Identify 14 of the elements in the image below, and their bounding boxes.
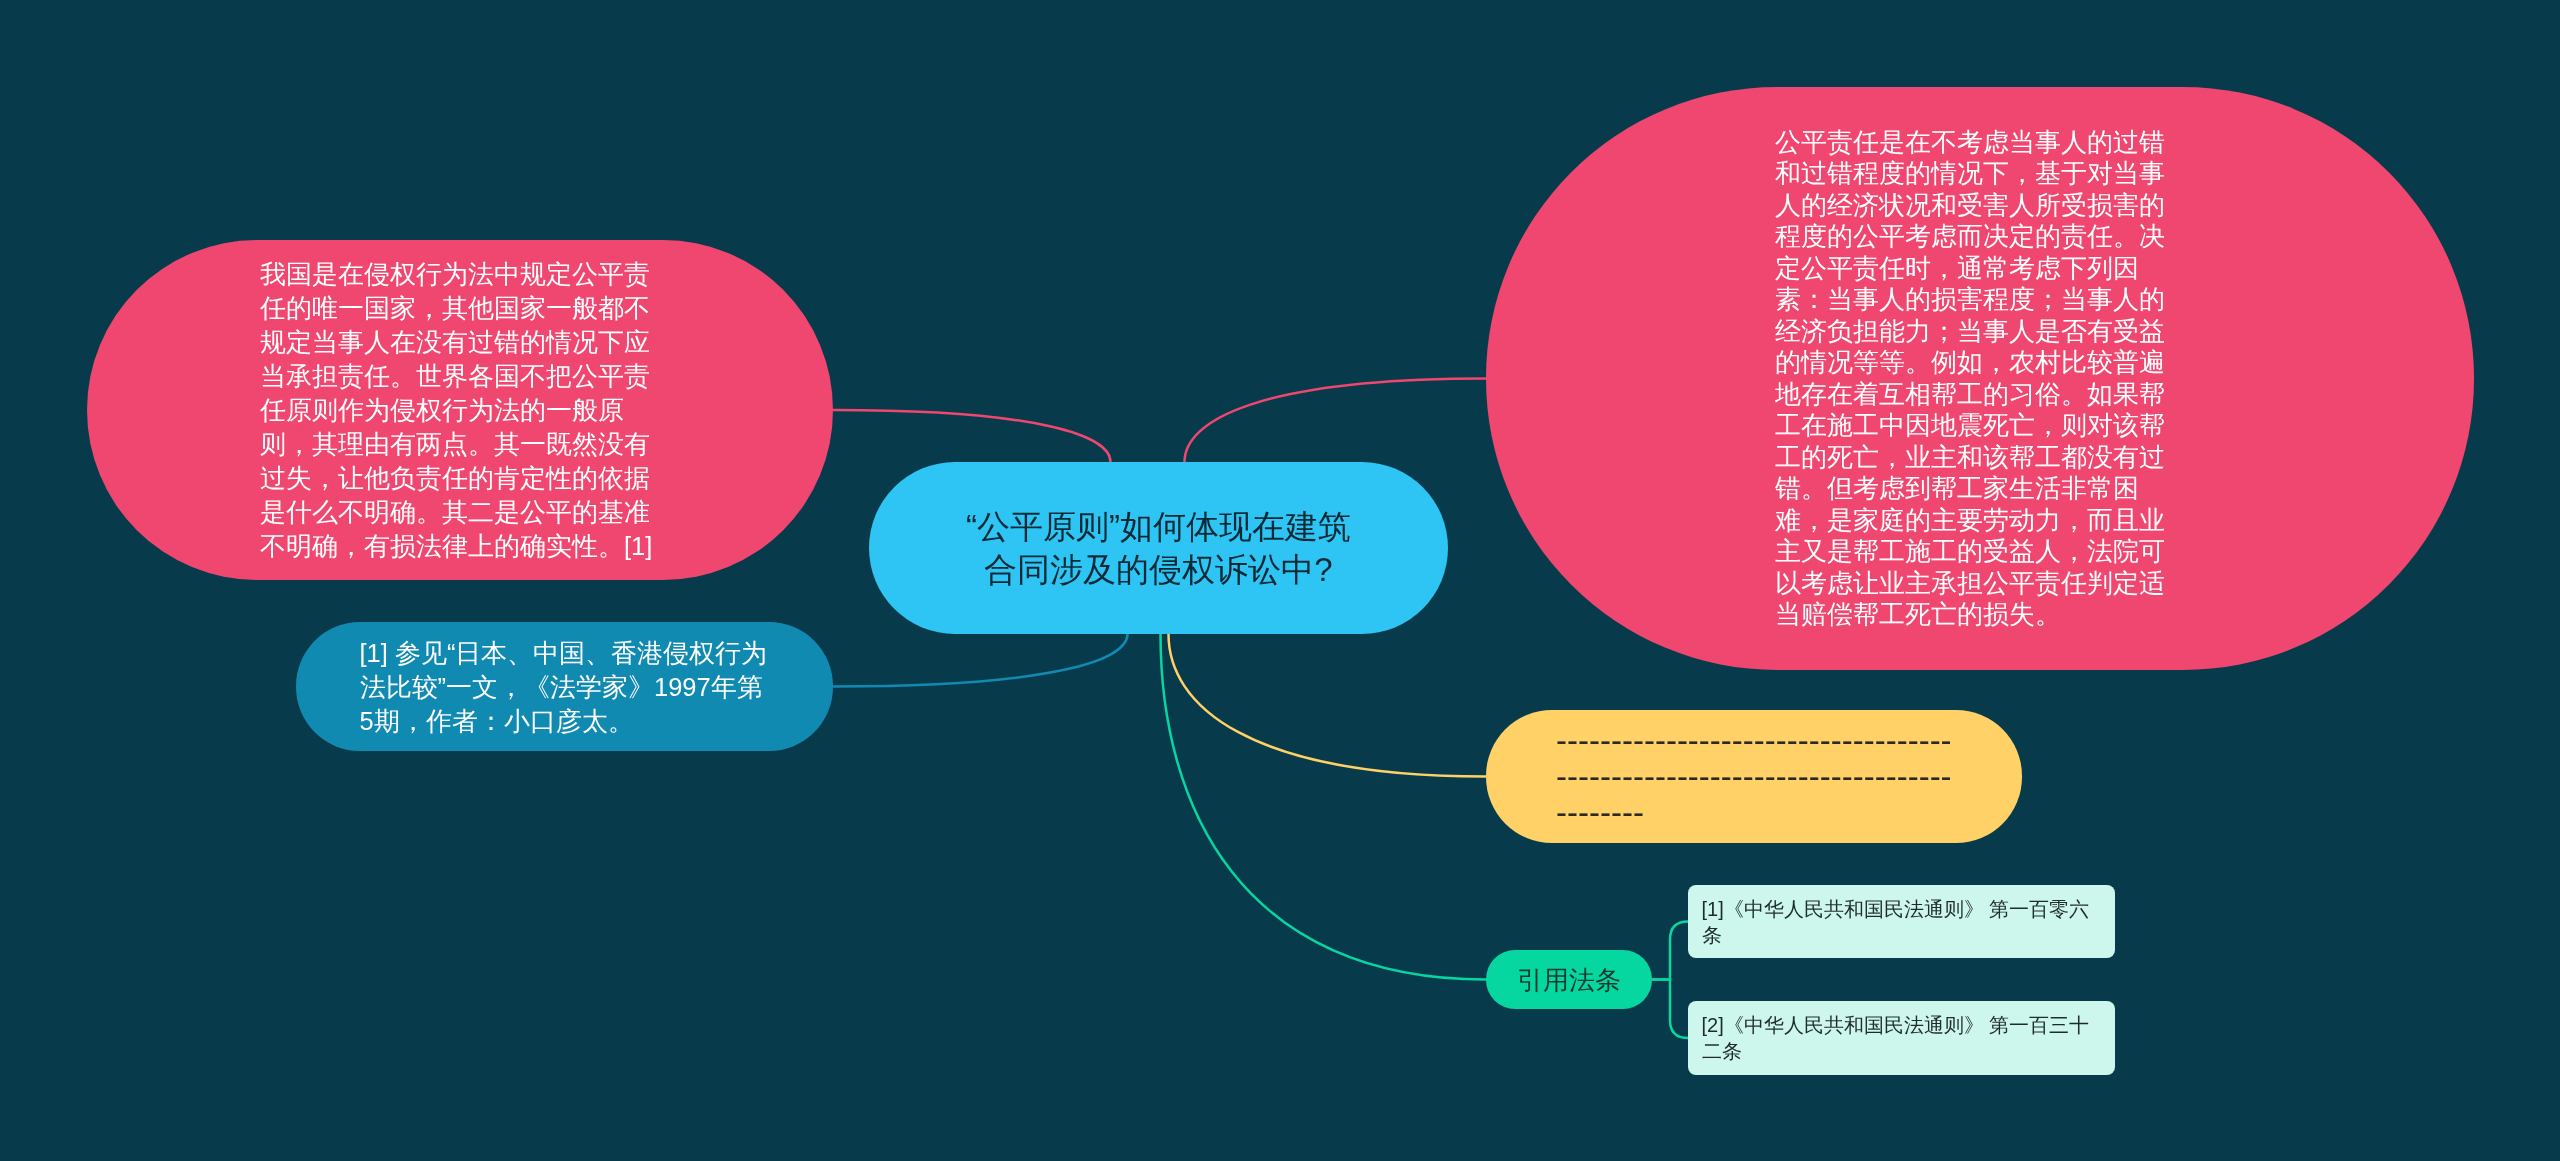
citation-box: [2]《中华人民共和国民法通则》 第一百三十二条 (1688, 1001, 2115, 1075)
connector (1183, 377, 1487, 463)
connector (833, 633, 1129, 688)
connector (1652, 978, 1689, 1040)
topic-bubble: “公平原则”如何体现在建筑合同涉及的侵权诉讼中? (869, 462, 1448, 634)
connector (833, 408, 1112, 463)
connector (1167, 633, 1487, 778)
note-bubble: -------------------------------------------------------------------------------- (1486, 710, 2022, 843)
citation-box: [1]《中华人民共和国民法通则》 第一百零六条 (1688, 885, 2115, 958)
note-bubble: 公平责任是在不考虑当事人的过错和过错程度的情况下，基于对当事人的经济状况和受害人所受损害的程度的公平考虑而决定的责任。决定公平责任时，通常考虑下列因素：当事人的损害程度；当事人的经济负担能力；当事人是否有受益的情况等等。例如，农村比较普遍地存在着互相帮工的习俗。如果帮工在施工中因地震死亡，则对该帮工的死亡，业主和该帮工都没有过错。但考虑到帮工家生活非常困难，是家庭的主要劳动力，而且业主又是帮工施工的受益人，法院可以考虑让业主承担公平责任判定适当赔偿帮工死亡的损失。 (1486, 87, 2474, 670)
connector (1159, 633, 1487, 981)
note-bubble: 我国是在侵权行为法中规定公平责任的唯一国家，其他国家一般都不规定当事人在没有过错的情况下应当承担责任。世界各国不把公平责任原则作为侵权行为法的一般原则，其理由有两点。其一既然没有过失，让他负责任的肯定性的依据是什么不明确。其二是公平的基准不明确，有损法律上的确实性。[1] (87, 240, 833, 580)
topic-bubble: 引用法条 (1486, 950, 1652, 1009)
reference-bubble: [1] 参见“日本、中国、香港侵权行为法比较”一文，《法学家》1997年第5期，作者：小口彦太。 (296, 622, 833, 751)
